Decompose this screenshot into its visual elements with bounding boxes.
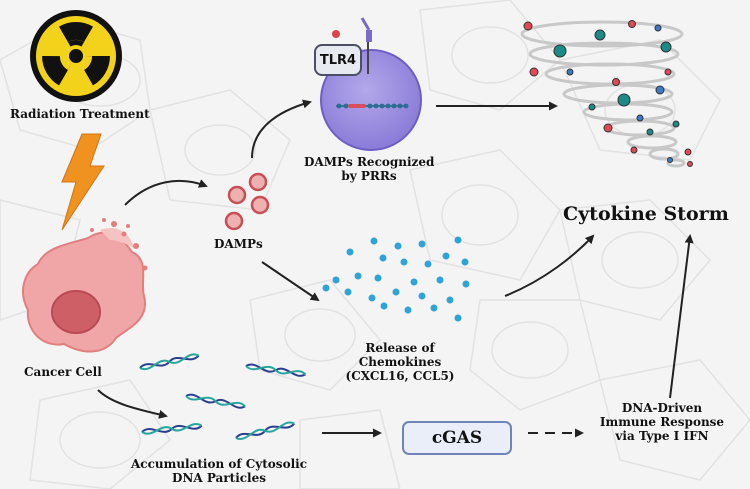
chemokine-release-label: Release of Chemokines (CXCL16, CCL5) bbox=[345, 341, 455, 383]
arrow-chemokines-to-storm bbox=[504, 234, 595, 297]
damps-recognized-label: DAMPs Recognized by PRRs bbox=[304, 155, 435, 183]
cytokine-tornado-icon bbox=[520, 20, 686, 168]
damps-particles bbox=[224, 172, 270, 231]
chemokine-dots bbox=[322, 236, 470, 322]
dna-driven-response-label: DNA-Driven Immune Response via Type I IF… bbox=[599, 401, 725, 443]
radiation-icon bbox=[30, 10, 122, 102]
arrow-cancer-to-dna bbox=[97, 389, 168, 419]
arrow-ifn-to-storm bbox=[669, 234, 694, 399]
dna-helices bbox=[139, 353, 307, 440]
cancer-cell-label: Cancer Cell bbox=[24, 365, 102, 379]
lightning-bolt-icon bbox=[61, 133, 105, 231]
radiation-treatment-label: Radiation Treatment bbox=[10, 107, 150, 121]
tlr4-receptor-label: TLR4 bbox=[314, 44, 362, 76]
arrow-damps-to-receptor bbox=[251, 99, 312, 159]
damps-label: DAMPs bbox=[214, 237, 263, 251]
receptor-cell-icon bbox=[320, 17, 422, 151]
cytokine-storm-label: Cytokine Storm bbox=[563, 203, 729, 225]
cytosolic-dna-label: Accumulation of Cytosolic DNA Particles bbox=[130, 457, 307, 485]
cgas-box: cGAS bbox=[402, 421, 512, 455]
cancer-cell-icon bbox=[22, 218, 148, 353]
cytokine-particles bbox=[523, 20, 693, 167]
arrow-cancer-to-damps bbox=[124, 179, 208, 206]
arrow-damps-to-chemokines bbox=[261, 261, 320, 302]
flow-arrows bbox=[97, 99, 694, 438]
